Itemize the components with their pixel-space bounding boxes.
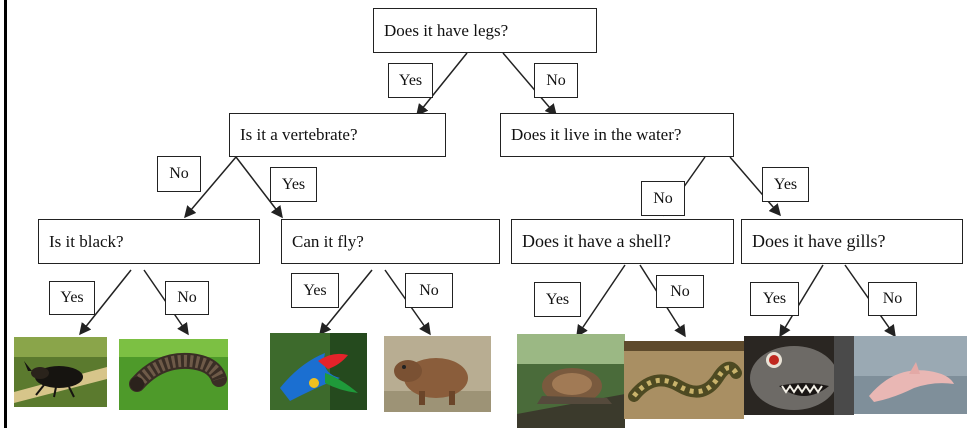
edge-water-yes — [729, 156, 781, 217]
beetle-photo — [14, 337, 107, 407]
snail-photo — [517, 334, 625, 428]
left-border-line — [4, 0, 7, 428]
label-root-no: No — [534, 63, 578, 98]
edge-gills-yes — [779, 264, 824, 338]
edge-vert-yes — [235, 156, 283, 219]
capybara-photo — [384, 336, 491, 412]
label-gills-yes: Yes — [750, 282, 799, 316]
label-water-no: No — [641, 181, 685, 216]
label-fly-yes: Yes — [291, 273, 339, 308]
question-water: Does it live in the water? — [500, 113, 734, 157]
question-fly: Can it fly? — [281, 219, 500, 264]
label-black-yes: Yes — [49, 281, 95, 315]
edge-black-yes — [79, 269, 132, 336]
label-vert-no: No — [157, 156, 201, 192]
edge-shell-yes — [576, 264, 626, 338]
label-root-yes: Yes — [388, 63, 433, 98]
question-root: Does it have legs? — [373, 8, 597, 53]
label-shell-no: No — [656, 275, 704, 308]
label-fly-no: No — [405, 273, 453, 308]
label-water-yes: Yes — [762, 167, 809, 202]
label-gills-no: No — [868, 282, 917, 316]
parrot-photo — [270, 333, 367, 410]
edge-root-yes — [416, 52, 468, 117]
edge-fly-yes — [319, 269, 373, 336]
label-shell-yes: Yes — [534, 282, 581, 317]
edge-vert-no — [184, 156, 237, 219]
label-vert-yes: Yes — [270, 167, 317, 202]
question-vertebrate: Is it a vertebrate? — [229, 113, 446, 157]
label-black-no: No — [165, 281, 209, 315]
question-black: Is it black? — [38, 219, 260, 264]
question-shell: Does it have a shell? — [511, 219, 734, 264]
question-gills: Does it have gills? — [741, 219, 963, 264]
snake-photo — [624, 341, 744, 419]
edge-root-no — [502, 52, 557, 117]
piranha-photo — [744, 336, 854, 415]
millipede-photo — [119, 339, 228, 410]
dolphin-photo — [854, 336, 967, 414]
